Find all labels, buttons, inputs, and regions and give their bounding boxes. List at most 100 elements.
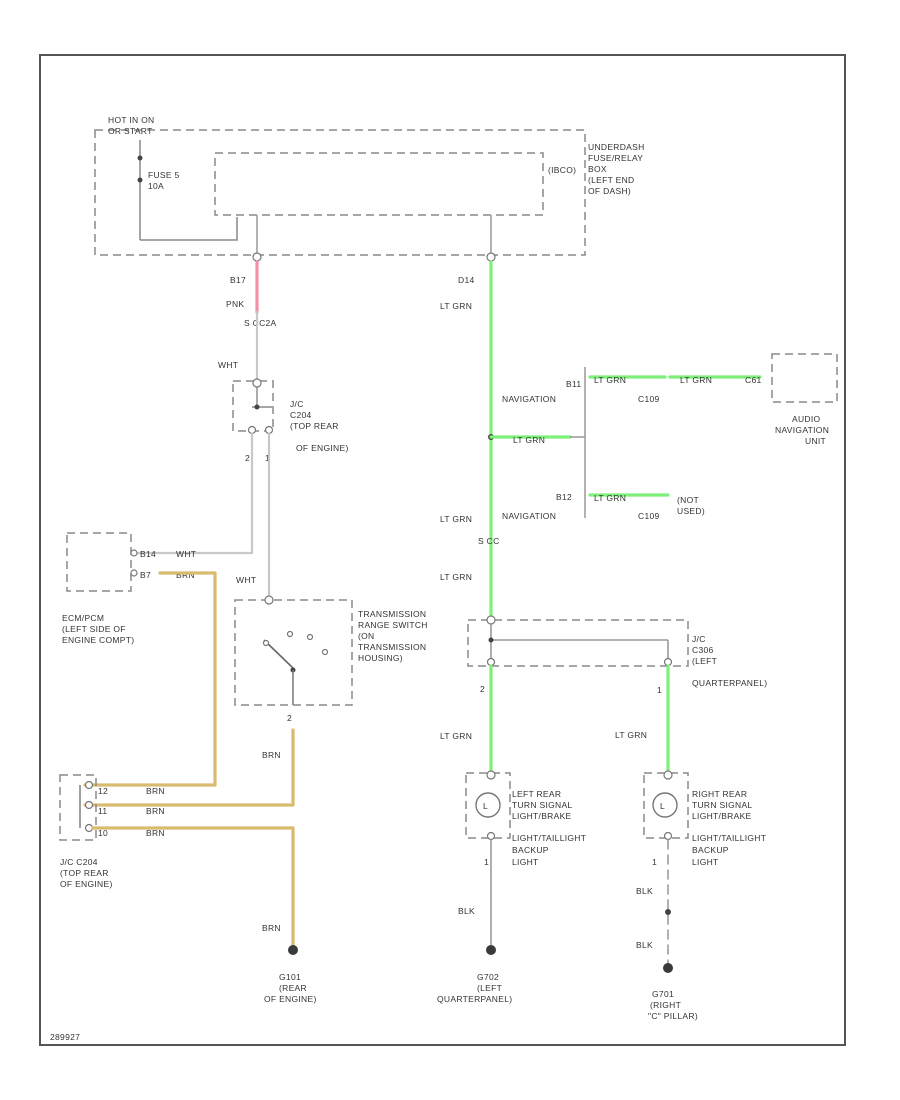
right-pin-1: 1 [657,685,662,695]
right-circuit: 1 LT GRN L RIGHT REAR TURN SIGNAL LIGHT/… [615,664,766,1021]
g701-name-3: "C" PILLAR) [648,1011,698,1021]
left-lamp-bulb-mark: L [483,801,488,811]
jc-c204-pin-1 [264,425,274,435]
jc-top-name-2: C204 [290,410,312,420]
ecm-conn-b14 [130,549,138,557]
wire-pnk-label: PNK [226,299,244,309]
diagram-frame [39,54,846,1046]
nav-pin-b12: B12 [556,492,572,502]
trs-wire-label: WHT [236,575,256,585]
ground-g101 [288,945,298,955]
pin-d14: D14 [458,275,475,285]
right-lamp-pin-1: 1 [652,857,657,867]
ecm-conn-b7 [130,569,138,577]
jc-top-pin-1: 1 [265,453,270,463]
trs-contact-4 [321,648,329,656]
g101-name-3: OF ENGINE) [264,994,317,1004]
g101-name-1: G101 [279,972,301,982]
splice-scc: S CC [478,536,500,546]
connector-d14 [486,252,496,262]
right-lamp-bulb-mark: L [660,801,665,811]
left-lamp-name-4: LIGHT/TAILLIGHT [512,833,586,843]
fuse-box-outline [94,129,586,256]
hot-label-line-1: HOT IN ON [108,115,154,125]
jc-bottom-pin-label-11: 11 [98,806,107,816]
ground-g702 [486,945,496,955]
branch-label: LT GRN [513,435,545,445]
right-lamp-name-2: TURN SIGNAL [692,800,752,810]
ecm-pin-b14: B14 [140,549,156,559]
ground-g701 [663,963,673,973]
blk-label-right-2: BLK [636,940,653,950]
trs-name-2: RANGE SWITCH [358,620,428,630]
audio-name-1: AUDIO [792,414,821,424]
trs-name-5: HOUSING) [358,653,403,663]
trs-arm [263,639,294,669]
fuse-box-name-5: OF DASH) [588,186,631,196]
fuse-box-name-3: BOX [588,164,607,174]
blk-label-left: BLK [458,906,475,916]
jc-bottom-pin-label-10: 10 [98,828,108,838]
ecm-wire-wht: WHT [176,549,196,559]
left-lamp-out [486,831,496,841]
wire-wht-label: WHT [218,360,238,370]
right-lamp-name-4: LIGHT/TAILLIGHT [692,833,766,843]
jc-bottom-name-1: J/C C204 [60,857,98,867]
trs-contact-3 [306,633,314,641]
ecm-name-2: (LEFT SIDE OF [62,624,126,634]
g702-name-1: G702 [477,972,499,982]
ecm-name-3: ENGINE COMPT) [62,635,134,645]
jc-c204-pin-2 [247,425,257,435]
right-splice-dot [665,909,671,915]
fuse-box-name-2: FUSE/RELAY [588,153,643,163]
right-lamp-in [663,770,673,780]
jc-bottom-name-2: (TOP REAR [60,868,109,878]
jc-c306-name-4: QUARTERPANEL) [692,678,767,688]
jc-bottom-wire-2: BRN [146,806,165,816]
audio-pin: C61 [745,375,762,385]
wire-wht-to-ecm [134,432,254,555]
nav-pin-b11: B11 [566,379,581,389]
fuse-box-name-4: (LEFT END [588,175,634,185]
trs-name-1: TRANSMISSION [358,609,426,619]
fuse-dot-top [137,155,143,161]
blk-label-right-1: BLK [636,886,653,896]
g701-name-2: (RIGHT [650,1000,681,1010]
left-circuit: B17 PNK S CC2A WHT J/C C204 (TOP REAR OF… [59,260,428,1004]
audio-name-3: UNIT [805,436,826,446]
not-used-1: (NOT [677,495,699,505]
pin-b17: B17 [230,275,246,285]
jc-bottom-wire-1: BRN [146,786,165,796]
wire-brn-ground [91,826,295,947]
nav-wire-c: LT GRN [594,493,626,503]
not-used-2: USED) [677,506,705,516]
splice-label: S CC2A [244,318,277,328]
fuse-relay-box: HOT IN ON OR START FUSE 5 10A (IBCO) UND… [94,115,644,262]
jc-bottom-pin-label-12: 12 [98,786,108,796]
nav-conn-c109-1: C109 [638,394,660,404]
jc-bottom-name-3: OF ENGINE) [60,879,113,889]
jc-c204-top-outline [232,380,274,432]
fuse-label-line-2: 10A [148,181,164,191]
fuse-box-inner-outline [214,152,544,216]
center-circuit: D14 LT GRN LT GRN B11 NAVIGATION LT GRN … [437,260,838,1004]
jc-bottom-wire-3: BRN [146,828,165,838]
hot-label-line-2: OR START [108,126,153,136]
jc-c204-bottom-outline [59,774,97,841]
jc-c306-outline [467,619,689,667]
left-lamp-in [486,770,496,780]
connector-b17 [252,252,262,262]
trs-pin-2: 2 [287,713,292,723]
jc-top-pin-2: 2 [245,453,250,463]
fuse-box-ref: (IBCO) [548,165,576,175]
nav-conn-c109-2: C109 [638,511,660,521]
jc-bottom-pin-12 [84,780,94,790]
left-lamp-pin-1: 1 [484,857,489,867]
jc-bottom-pin-11 [84,800,94,810]
fuse-output-line [140,217,238,241]
fuse-dot-bottom [137,177,143,183]
left-lamp-name-1: LEFT REAR [512,789,561,799]
jc-c204-top-junction [254,404,260,410]
wire-brn-ecm [83,571,217,787]
wire-ltgrn-label-2: LT GRN [440,514,472,524]
